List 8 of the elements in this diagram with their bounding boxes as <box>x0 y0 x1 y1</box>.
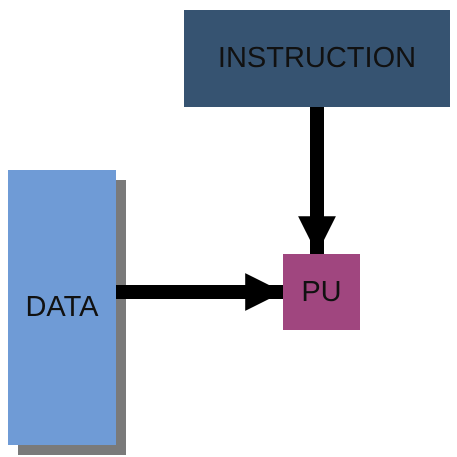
box-label: PU <box>301 276 342 308</box>
arrow <box>116 273 283 311</box>
process-box <box>184 10 450 107</box>
arrow <box>298 107 336 254</box>
process-box <box>283 254 360 330</box>
data-block <box>8 170 116 445</box>
box-label: DATA <box>25 291 99 324</box>
box-label: INSTRUCTION <box>218 42 416 75</box>
